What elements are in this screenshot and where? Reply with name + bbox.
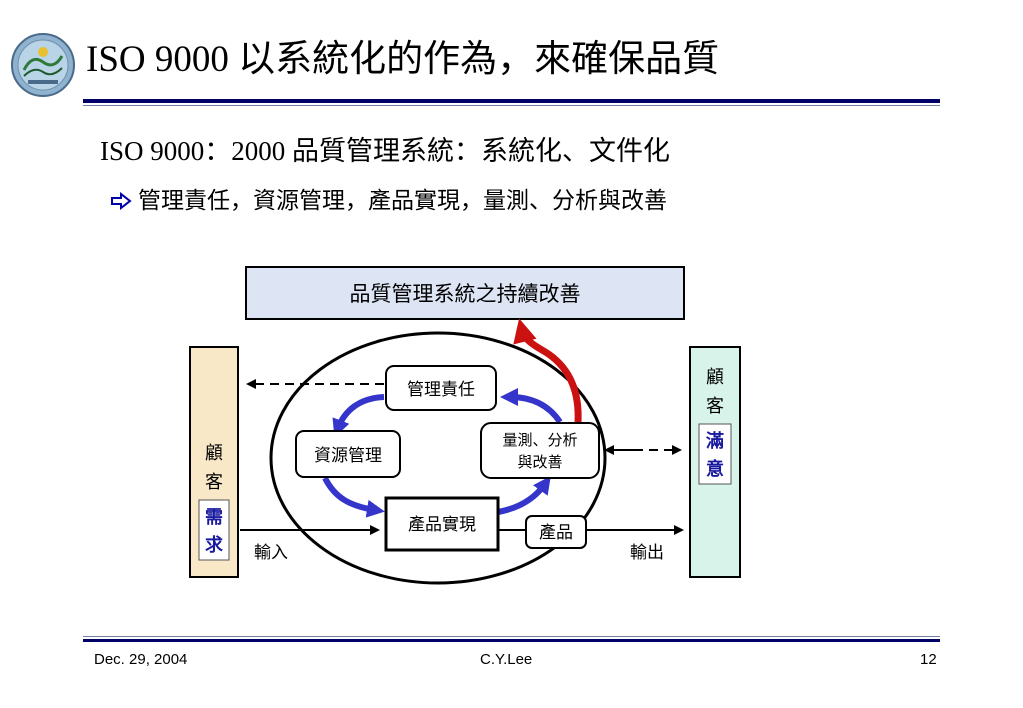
left-panel-highlight-2: 求 [205,534,224,556]
slide-title: ISO 9000 以系統化的作為，來確保品質 [86,39,720,80]
slide-subtitle: ISO 9000：2000 品質管理系統：系統化、文件化 [100,136,671,166]
title-rule-thick [83,99,940,103]
product-node: 產品 [525,515,587,549]
product-realization-node: 產品實現 [384,496,500,552]
management-to-resource-arrow [332,394,385,438]
arrow-bullet-icon [111,192,132,210]
left-panel-highlight-1: 需 [205,507,223,528]
customer-requirements-panel: 顧 客 需 求 [189,346,239,578]
measurement-analysis-line1: 量測、分析 [502,431,577,449]
measure-to-management-arrow [500,388,563,424]
bullet-text: 管理責任，資源管理，產品實現，量測、分析與改善 [138,188,667,214]
product-realization-label: 產品實現 [408,515,476,535]
product-label: 產品 [539,523,573,543]
right-panel-char-1: 顧 [706,367,724,388]
management-responsibility-label: 管理責任 [407,380,475,400]
input-label: 輸入 [254,543,288,563]
footer-rule-thin [83,636,940,637]
resource-management-node: 資源管理 [295,430,401,478]
measurement-analysis-line2: 與改善 [517,453,562,471]
resource-to-realization-arrow [322,476,385,518]
footer-rule-thick [83,639,940,642]
footer-author: C.Y.Lee [480,651,533,668]
left-panel-char-1: 顧 [205,443,223,464]
improvement-arrow [513,318,582,423]
customer-satisfaction-panel: 顧 客 滿 意 [689,346,741,578]
measurement-analysis-node: 量測、分析 與改善 [480,422,600,479]
management-responsibility-node: 管理責任 [385,365,497,411]
process-ellipse [269,331,607,585]
right-panel-highlight-2: 意 [706,458,724,480]
footer-date: Dec. 29, 2004 [94,651,188,668]
output-label: 輸出 [630,543,664,563]
continual-improvement-box: 品質管理系統之持續改善 [245,266,685,320]
footer-page-number: 12 [920,651,937,668]
left-panel-char-2: 客 [205,472,223,493]
resource-management-label: 資源管理 [314,446,382,466]
realization-to-measure-arrow [497,475,551,515]
right-panel-highlight-1: 滿 [706,430,724,452]
right-panel-char-2: 客 [706,396,724,417]
title-rule-thin [83,105,940,106]
continual-improvement-label: 品質管理系統之持續改善 [350,282,581,306]
university-logo [11,33,75,97]
